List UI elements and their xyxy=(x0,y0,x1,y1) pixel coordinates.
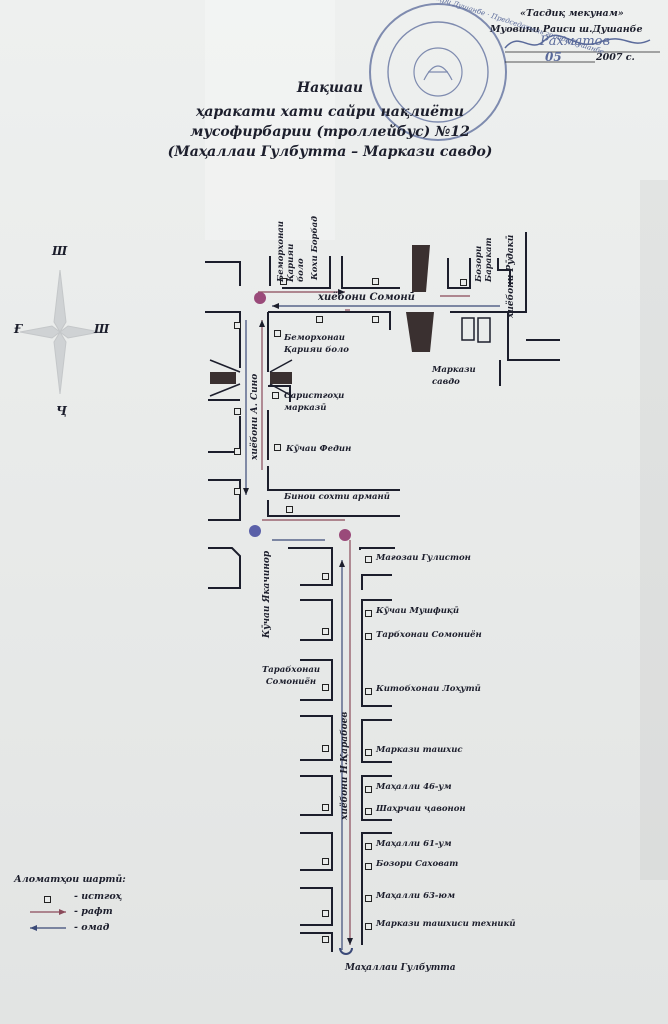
stop-label-sino-1: Беморхонаи Қарияи боло xyxy=(284,333,349,355)
bridge-marks xyxy=(210,245,434,384)
stop-marker xyxy=(322,573,329,580)
stop-marker xyxy=(322,745,329,752)
stop-marker xyxy=(365,688,372,695)
route-arrowheads xyxy=(243,289,353,945)
stop-marker xyxy=(460,279,467,286)
stop-marker xyxy=(372,278,379,285)
street-karaboev: хиёбони Н.Қарабоев xyxy=(340,711,350,820)
title-line2: ҳаракати хати сайри нақлиёти xyxy=(195,104,465,120)
stop-marker xyxy=(234,448,241,455)
street-outlines xyxy=(205,232,560,952)
stop-marker xyxy=(365,786,372,793)
stop-marker xyxy=(234,322,241,329)
turnaround-circle xyxy=(339,529,351,541)
stop-label-k8: Маҳалли 61-ум xyxy=(376,839,452,849)
stop-marker xyxy=(272,392,279,399)
paper-edge xyxy=(640,180,668,880)
stop-label-k9: Бозори Саховат xyxy=(376,859,459,869)
stop-marker xyxy=(322,858,329,865)
stop-label-k4: Китобхонаи Лоҳутӣ xyxy=(376,684,481,694)
terminus-label: Маҳаллаи Гулбутта xyxy=(345,963,456,973)
stop-label-k3: Тарбхонаи Сомониён xyxy=(376,630,482,640)
stop-marker xyxy=(365,863,372,870)
compass-north: Ш xyxy=(52,244,68,258)
stop-marker xyxy=(274,330,281,337)
compass-west: Ғ xyxy=(14,322,23,336)
stop-marker xyxy=(322,628,329,635)
turnaround-circle xyxy=(249,525,261,537)
stop-label-k7: Шаҳрчаи ҷавонон xyxy=(376,804,466,814)
stop-marker xyxy=(365,923,372,930)
compass-east: Ш xyxy=(94,322,110,336)
street-somoni: хиёбони Сомонӣ xyxy=(318,292,415,303)
stop-marker xyxy=(365,610,372,617)
street-rudaki: хиёбони Рӯдакӣ xyxy=(506,234,516,318)
legend-forward: - рафт xyxy=(74,906,113,917)
route-back xyxy=(245,305,500,950)
stop-label-k10: Маҳалли 63-юм xyxy=(376,891,456,901)
signature: Рахматов xyxy=(540,34,611,49)
place-trade-center: Маркази савдо xyxy=(432,365,476,387)
legend-back: - омад xyxy=(74,922,110,933)
stop-marker xyxy=(372,316,379,323)
approval-month: 05 xyxy=(545,50,562,64)
stop-label-k11: Маркази ташхиси техникӣ xyxy=(376,919,516,929)
stop-label-k1: Мағозаи Гулистон xyxy=(376,553,471,563)
stop-label-k2: Кӯчаи Мушфиқӣ xyxy=(376,606,460,616)
stop-marker xyxy=(234,408,241,415)
compass-south: Ҷ xyxy=(56,404,67,418)
place-hospital-top: Беморхонаи Қарияи боло xyxy=(276,221,306,282)
turnaround-circle xyxy=(254,292,266,304)
stop-marker xyxy=(365,633,372,640)
stop-marker xyxy=(365,749,372,756)
title-line1: Нақшаи xyxy=(296,80,364,96)
stop-marker xyxy=(322,684,329,691)
place-tarabkhona: Тарабхонаи Сомониён xyxy=(261,665,321,687)
route-forward xyxy=(258,291,470,945)
paper-fold xyxy=(205,0,335,240)
stop-label-k5: Маркази ташхис xyxy=(376,745,463,755)
title-line3: мусофирбарии (троллейбус) №12 xyxy=(190,124,470,140)
legend-stop: - истгоҳ xyxy=(74,891,122,902)
stop-marker xyxy=(322,936,329,943)
stop-label-sino-3: Кӯчаи Федин xyxy=(286,444,352,454)
approval-line2: Муовини Раиси ш.Душанбе xyxy=(490,24,643,35)
stop-marker xyxy=(322,910,329,917)
stop-label-k6: Маҳалли 46-ум xyxy=(376,782,452,792)
stop-label-sino-2: Саристгоҳи марказӣ xyxy=(284,391,345,413)
stop-label-sino-4: Бинои сохти арманӣ xyxy=(284,492,390,502)
stop-marker xyxy=(365,895,372,902)
terminus-loop xyxy=(339,947,353,955)
stop-marker xyxy=(365,556,372,563)
stop-marker xyxy=(365,843,372,850)
stop-marker xyxy=(322,804,329,811)
compass-rose xyxy=(19,269,101,395)
place-bazaar-barakat: Бозори Баракат xyxy=(474,237,494,282)
stop-marker xyxy=(274,444,281,451)
legend-stop-marker xyxy=(44,896,51,903)
stamp xyxy=(369,3,507,141)
approval-year: 2007 с. xyxy=(596,52,635,63)
signature-scribble xyxy=(504,34,651,49)
stop-marker xyxy=(286,506,293,513)
approval-line1: «Тасдиқ мекунам» xyxy=(520,8,624,19)
stop-marker xyxy=(234,488,241,495)
stop-marker xyxy=(365,808,372,815)
street-sino: хиёбони А. Сино xyxy=(250,373,260,460)
stop-marker xyxy=(316,316,323,323)
legend-title: Аломатҳои шартӣ: xyxy=(14,874,126,885)
title-line4: (Маҳаллаи Гулбутта – Маркази савдо) xyxy=(167,144,493,160)
place-borbad: Кохи Борбад xyxy=(310,215,320,280)
stop-marker xyxy=(280,278,287,285)
street-yakachinor: Кӯчаи Якачинор xyxy=(262,550,272,638)
